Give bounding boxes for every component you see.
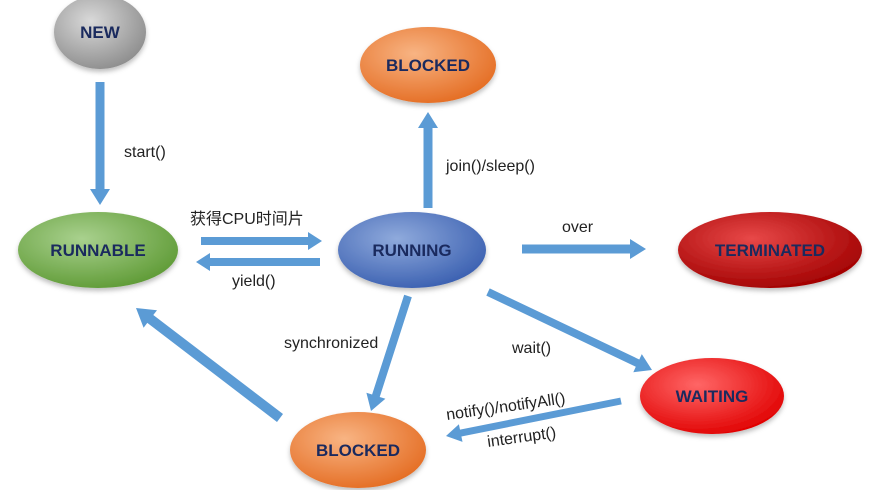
state-blocked-bottom: BLOCKED: [290, 412, 426, 488]
arrow-running-to-runnable: [196, 253, 320, 271]
arrow-running-to-blocked-top: [418, 112, 438, 208]
state-running-shape: [338, 212, 486, 288]
transition-label-wait: wait(): [511, 340, 551, 357]
transition-label-join-sleep: join()/sleep(): [445, 158, 535, 175]
state-terminated-shape: [678, 212, 862, 288]
state-blocked-top-shape: [360, 27, 496, 103]
state-running: RUNNING: [338, 212, 486, 288]
state-new-shape: [54, 0, 146, 69]
state-blocked-bottom-label: BLOCKED: [316, 441, 400, 460]
state-new-label: NEW: [80, 23, 121, 42]
arrow-blocked-to-runnable: [136, 308, 283, 422]
arrow-running-to-blocked: [366, 294, 412, 411]
transition-arrows: [90, 82, 652, 442]
state-terminated-label: TERMINATED: [715, 241, 825, 260]
arrow-new-to-runnable: [90, 82, 110, 205]
transition-label-yield: yield(): [232, 273, 276, 290]
state-waiting: WAITING: [640, 358, 784, 434]
state-new: NEW: [54, 0, 146, 69]
state-blocked-top-label: BLOCKED: [386, 56, 470, 75]
state-waiting-shape: [640, 358, 784, 434]
transition-label-synchronized: synchronized: [284, 335, 378, 352]
transition-label-get-cpu: 获得CPU时间片: [190, 210, 304, 228]
state-terminated: TERMINATED: [678, 212, 862, 288]
state-runnable-shape: [18, 212, 178, 288]
state-running-label: RUNNING: [372, 241, 451, 260]
arrow-running-to-waiting: [486, 288, 652, 373]
state-runnable-label: RUNNABLE: [50, 241, 145, 260]
transition-label-over: over: [562, 219, 594, 236]
state-blocked-bottom-shape: [290, 412, 426, 488]
arrow-waiting-to-blocked: [446, 397, 622, 442]
state-waiting-label: WAITING: [676, 387, 749, 406]
arrow-runnable-to-running: [201, 232, 322, 250]
state-blocked-top: BLOCKED: [360, 27, 496, 103]
transition-label-start: start(): [124, 144, 166, 161]
arrow-running-to-terminated: [522, 239, 646, 259]
state-runnable: RUNNABLE: [18, 212, 178, 288]
